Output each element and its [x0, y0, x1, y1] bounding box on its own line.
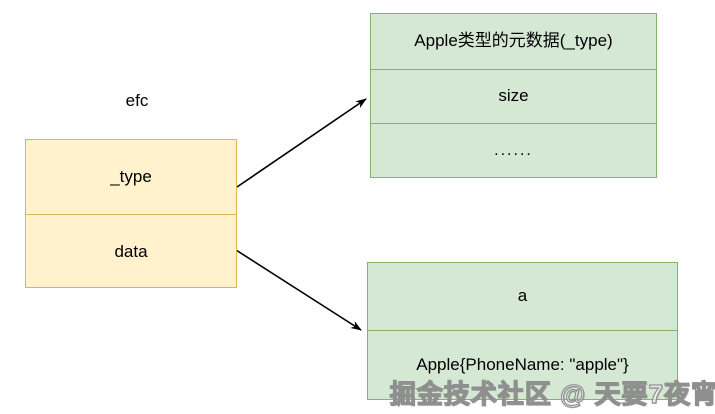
arrow-data-to-value	[235, 249, 362, 331]
type-meta-row-ellipsis: ......	[371, 123, 656, 178]
arrow-type-to-metadata	[236, 98, 367, 188]
value-box: a Apple{PhoneName: "apple"}	[367, 262, 678, 400]
type-meta-row-size: size	[371, 68, 656, 124]
eface-row-data: data	[26, 214, 236, 289]
watermark-text: 掘金技术社区 @ 天要7夜宵	[389, 378, 715, 409]
eface-box-title: efc	[125, 91, 149, 110]
value-row-a: a	[517, 286, 528, 306]
eface-row-type: _type	[110, 166, 152, 186]
type-meta-row-title: Apple类型的元数据(_type)	[414, 31, 613, 51]
type-meta-box: Apple类型的元数据(_type) size ......	[370, 13, 657, 178]
value-row-struct: Apple{PhoneName: "apple"}	[368, 330, 677, 400]
eface-box: _type data	[25, 139, 237, 288]
